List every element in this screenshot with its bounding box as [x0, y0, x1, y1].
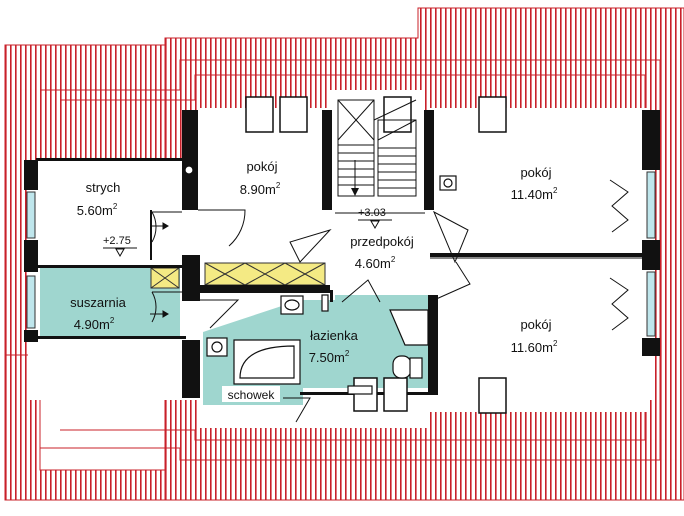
room-name: pokój — [246, 159, 277, 174]
room-area: 8.90m2 — [240, 181, 281, 197]
window-right-upper — [646, 171, 656, 239]
schowek-label: schowek — [228, 388, 276, 402]
door-pokoj-1 — [198, 209, 246, 247]
floor-pokoj-2 — [430, 108, 648, 256]
level-marker-stair: +3.03 — [358, 207, 392, 230]
window-left — [26, 191, 36, 239]
wall-left-lower — [24, 330, 38, 342]
door-strych — [151, 211, 182, 243]
room-pokoj-1: pokój 8.90m2 — [240, 159, 281, 197]
room-name: pokój — [520, 317, 551, 332]
attic-level-label: +2.75 — [103, 235, 131, 247]
stair-direction-arrow — [351, 188, 359, 196]
door-schowek — [283, 397, 311, 423]
level-marker-attic: +2.75 — [103, 235, 137, 258]
room-area: 4.60m2 — [355, 255, 396, 271]
skylight-1 — [245, 96, 274, 133]
wall-bath-right — [428, 295, 438, 395]
skylight-4 — [478, 96, 507, 133]
room-name: suszarnia — [70, 295, 126, 310]
room-pokoj-2: pokój 11.40m2 — [511, 165, 558, 202]
wall-suszarnia-top — [36, 265, 186, 268]
bathtub-icon — [233, 339, 301, 385]
wall-hall-left — [330, 290, 333, 302]
door-pokoj-2 — [432, 210, 469, 264]
wall-strych-partition — [150, 210, 152, 260]
skylights — [245, 96, 507, 414]
wall-suszarnia-bottom — [36, 336, 186, 339]
window-left-lower — [26, 275, 36, 329]
wall-bath-left-lower — [182, 340, 200, 398]
room-pokoj-3: pokój 11.60m2 — [511, 317, 558, 355]
skylight-5 — [478, 377, 507, 414]
room-area: 11.60m2 — [511, 339, 558, 355]
room-area: 11.40m2 — [511, 186, 558, 202]
walls — [24, 110, 660, 398]
window-right-lower — [646, 271, 656, 337]
bathroom-fixtures — [184, 165, 457, 395]
door-hall-down — [341, 279, 381, 303]
door-lazienka — [200, 299, 240, 329]
windows — [26, 171, 656, 337]
door-suszarnia — [151, 291, 182, 323]
wall-left-mid — [24, 240, 38, 272]
doors — [151, 179, 642, 423]
wall-pokoj1-right — [322, 110, 332, 210]
shower-icon — [389, 309, 429, 346]
room-name: łazienka — [310, 328, 358, 343]
bidet-icon — [347, 385, 373, 395]
room-przedpokoj: przedpokój 4.60m2 — [350, 234, 414, 271]
toilet-icon — [392, 355, 412, 379]
room-area: 7.50m2 — [309, 349, 350, 365]
door-wardrobe-1 — [609, 179, 629, 233]
wall-right-mid — [642, 240, 660, 270]
room-name: strych — [86, 180, 121, 195]
room-strych: strych 5.60m2 — [77, 180, 121, 218]
wall-cab-bottom — [200, 285, 330, 293]
skylight-2 — [279, 96, 308, 133]
wall-right-upper — [642, 110, 660, 170]
wall-bath-left — [182, 255, 200, 301]
storage-units — [150, 262, 326, 289]
partition-marks — [150, 222, 169, 318]
room-name: pokój — [520, 165, 551, 180]
wall-right-lower — [642, 338, 660, 356]
stair-level-label: +3.03 — [358, 207, 386, 219]
wall-strych-top — [36, 158, 186, 161]
room-name: przedpokój — [350, 234, 414, 249]
floor-interior — [28, 90, 653, 428]
door-hall-left — [289, 228, 332, 263]
door-pokoj-3 — [433, 261, 471, 301]
room-suszarnia: suszarnia 4.90m2 — [70, 295, 126, 332]
floor-pokoj-3 — [430, 262, 648, 412]
skylight-7 — [383, 377, 408, 412]
room-lazienka: łazienka 7.50m2 — [309, 328, 359, 365]
schowek-label-group: schowek — [222, 386, 280, 402]
room-area: 5.60m2 — [77, 202, 118, 218]
wall-pokoj1-left — [182, 110, 198, 210]
skylight-3 — [383, 96, 412, 133]
staircase — [337, 99, 417, 197]
room-area: 4.90m2 — [74, 316, 115, 332]
wall-pokoj-divider — [430, 253, 642, 257]
wall-central-stair — [424, 110, 434, 210]
wall-left-upper — [24, 160, 38, 190]
tank-icon — [409, 357, 423, 379]
chimney-vent — [321, 294, 329, 312]
door-wardrobe-2 — [609, 277, 629, 331]
